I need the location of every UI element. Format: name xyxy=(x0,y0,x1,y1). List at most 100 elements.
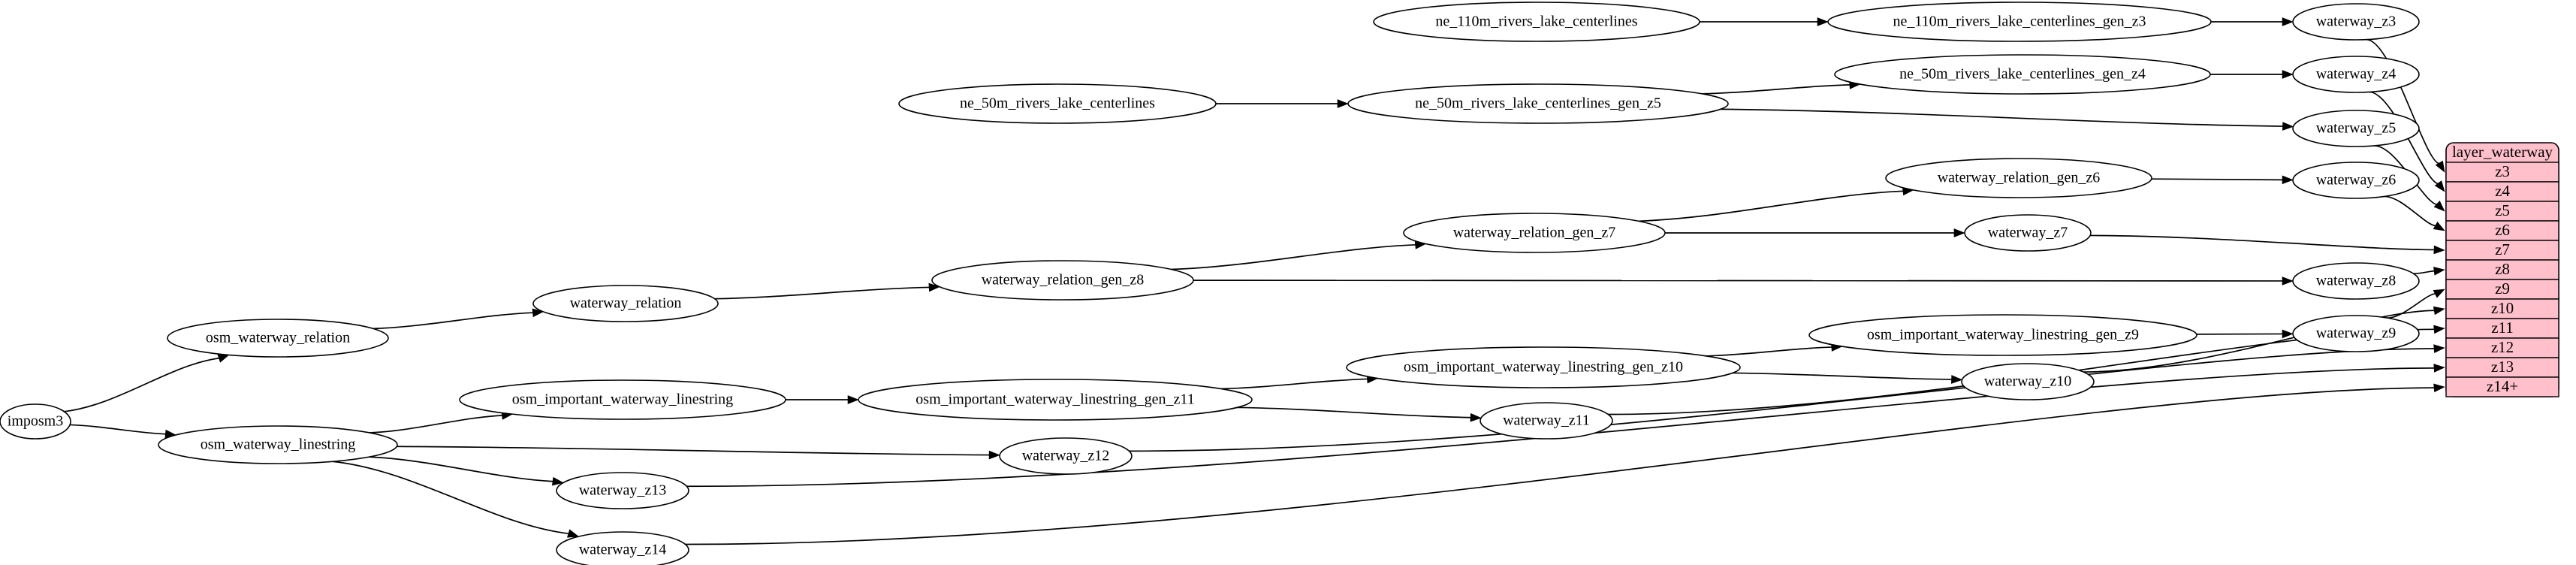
node-label-waterway_z8: waterway_z8 xyxy=(2316,273,2397,289)
node-waterway_z9[interactable]: waterway_z9 xyxy=(2292,315,2420,352)
node-label-imposm3: imposm3 xyxy=(8,413,63,430)
node-waterway_relation[interactable]: waterway_relation xyxy=(532,285,719,322)
node-label-osm_important_waterway_linestring_gen_z10: osm_important_waterway_linestring_gen_z1… xyxy=(1404,359,1683,376)
edge-osm_important_waterway_linestring_gen_z10-to-waterway_z10 xyxy=(1732,372,1953,380)
edge-imposm3-to-osm_waterway_relation xyxy=(64,357,220,412)
node-shape-ne_50m_rivers_lake_centerlines_gen_z4[interactable] xyxy=(1834,54,2211,95)
node-shape-waterway_z6[interactable] xyxy=(2292,162,2420,199)
node-label-ne_50m_rivers_lake_centerlines_gen_z4: ne_50m_rivers_lake_centerlines_gen_z4 xyxy=(1899,66,2146,83)
edge-ne_50m_rivers_lake_centerlines_gen_z5-to-ne_50m_rivers_lake_centerlines_gen_z4 xyxy=(1702,84,1851,95)
edge-osm_waterway_linestring-to-osm_important_waterway_linestring xyxy=(370,415,503,434)
node-osm_waterway_relation[interactable]: osm_waterway_relation xyxy=(167,319,389,358)
node-shape-osm_important_waterway_linestring[interactable] xyxy=(459,379,786,420)
node-label-waterway_z7: waterway_z7 xyxy=(1988,225,2068,241)
node-label-ne_50m_rivers_lake_centerlines_gen_z5: ne_50m_rivers_lake_centerlines_gen_z5 xyxy=(1415,95,1661,112)
table-row-label-z6: z6 xyxy=(2495,221,2510,239)
edge-osm_important_waterway_linestring_gen_z11-to-osm_important_waterway_linestring_gen_z10 xyxy=(1220,378,1368,390)
node-waterway_z6[interactable]: waterway_z6 xyxy=(2292,162,2420,199)
node-osm_waterway_linestring[interactable]: osm_waterway_linestring xyxy=(158,425,398,464)
node-shape-waterway_z5[interactable] xyxy=(2292,110,2420,147)
node-waterway_relation_gen_z7[interactable]: waterway_relation_gen_z7 xyxy=(1403,213,1666,253)
table-row-z13[interactable] xyxy=(2445,357,2559,378)
edge-osm_important_waterway_linestring_gen_z11-to-waterway_z11 xyxy=(1236,406,1472,418)
table-row-z8[interactable] xyxy=(2445,259,2559,280)
edge-waterway_z7-to-layer_waterway-z7 xyxy=(2090,234,2436,251)
node-shape-osm_waterway_relation[interactable] xyxy=(167,319,389,358)
node-shape-waterway_z9[interactable] xyxy=(2292,315,2420,352)
edge-waterway_z6-to-layer_waterway-z6 xyxy=(2384,195,2436,227)
node-shape-waterway_z4[interactable] xyxy=(2292,56,2420,93)
node-shape-ne_50m_rivers_lake_centerlines[interactable] xyxy=(898,83,1217,124)
edge-osm_important_waterway_linestring_gen_z10-to-osm_important_waterway_linestring_gen_z9 xyxy=(1706,346,1832,357)
edges-layer xyxy=(64,17,2445,545)
node-shape-ne_50m_rivers_lake_centerlines_gen_z5[interactable] xyxy=(1347,83,1729,124)
node-waterway_z11[interactable]: waterway_z11 xyxy=(1480,402,1613,440)
node-shape-waterway_z13[interactable] xyxy=(556,472,689,509)
node-waterway_z3[interactable]: waterway_z3 xyxy=(2292,3,2420,41)
node-shape-waterway_z8[interactable] xyxy=(2292,262,2420,300)
node-label-waterway_relation_gen_z8: waterway_relation_gen_z8 xyxy=(982,272,1145,289)
node-shape-waterway_z12[interactable] xyxy=(999,437,1133,475)
node-shape-waterway_z7[interactable] xyxy=(1964,214,2092,252)
node-osm_important_waterway_linestring_gen_z11[interactable]: osm_important_waterway_linestring_gen_z1… xyxy=(858,379,1253,421)
node-shape-waterway_relation_gen_z8[interactable] xyxy=(931,260,1194,301)
node-shape-ne_110m_rivers_lake_centerlines[interactable] xyxy=(1373,2,1700,42)
node-waterway_z14[interactable]: waterway_z14 xyxy=(556,531,689,565)
table-row-z14plus[interactable] xyxy=(2445,376,2559,397)
node-shape-imposm3[interactable] xyxy=(0,403,71,440)
node-waterway_z12[interactable]: waterway_z12 xyxy=(999,437,1133,475)
node-shape-ne_110m_rivers_lake_centerlines_gen_z3[interactable] xyxy=(1827,2,2212,42)
edge-arrowhead xyxy=(1817,17,1829,26)
node-label-waterway_z6: waterway_z6 xyxy=(2316,172,2397,189)
edge-osm_waterway_relation-to-waterway_relation xyxy=(373,312,534,330)
node-label-waterway_z10: waterway_z10 xyxy=(1984,373,2072,390)
node-label-waterway_z13: waterway_z13 xyxy=(579,482,667,499)
node-ne_50m_rivers_lake_centerlines_gen_z4[interactable]: ne_50m_rivers_lake_centerlines_gen_z4 xyxy=(1834,54,2211,95)
table-row-label-z8: z8 xyxy=(2495,260,2510,278)
edge-osm_waterway_linestring-to-waterway_z12 xyxy=(397,446,991,456)
node-shape-osm_waterway_linestring[interactable] xyxy=(158,425,398,464)
node-osm_important_waterway_linestring_gen_z9[interactable]: osm_important_waterway_linestring_gen_z9 xyxy=(1808,314,2197,356)
node-ne_50m_rivers_lake_centerlines[interactable]: ne_50m_rivers_lake_centerlines xyxy=(898,83,1217,124)
node-shape-waterway_relation_gen_z7[interactable] xyxy=(1403,213,1666,253)
node-osm_important_waterway_linestring[interactable]: osm_important_waterway_linestring xyxy=(459,379,786,420)
table-row-z3[interactable] xyxy=(2445,162,2559,183)
node-waterway_z5[interactable]: waterway_z5 xyxy=(2292,110,2420,147)
node-label-waterway_relation_gen_z6: waterway_relation_gen_z6 xyxy=(1938,170,2101,186)
node-ne_110m_rivers_lake_centerlines_gen_z3[interactable]: ne_110m_rivers_lake_centerlines_gen_z3 xyxy=(1827,2,2212,42)
edge-waterway_relation_gen_z8-to-waterway_relation_gen_z7 xyxy=(1171,243,1416,270)
table-row-z6[interactable] xyxy=(2445,220,2559,241)
nodes-layer: imposm3 osm_waterway_relation osm_waterway… xyxy=(0,2,2420,565)
node-shape-waterway_z11[interactable] xyxy=(1480,402,1613,440)
node-label-waterway_z5: waterway_z5 xyxy=(2316,120,2397,137)
table-row-label-z4: z4 xyxy=(2495,182,2510,200)
node-waterway_z7[interactable]: waterway_z7 xyxy=(1964,214,2092,252)
edge-waterway_z13-to-layer_waterway-z13 xyxy=(686,367,2436,488)
node-waterway_z13[interactable]: waterway_z13 xyxy=(556,472,689,509)
node-shape-waterway_z14[interactable] xyxy=(556,531,689,565)
table-row-z7[interactable] xyxy=(2445,240,2559,261)
edge-arrowhead xyxy=(2433,267,2445,276)
edge-arrowhead xyxy=(1470,412,1482,422)
node-waterway_z10[interactable]: waterway_z10 xyxy=(1961,363,2095,400)
node-ne_110m_rivers_lake_centerlines[interactable]: ne_110m_rivers_lake_centerlines xyxy=(1373,2,1700,42)
node-osm_important_waterway_linestring_gen_z10[interactable]: osm_important_waterway_linestring_gen_z1… xyxy=(1346,346,1741,388)
node-shape-waterway_relation[interactable] xyxy=(532,285,719,322)
node-shape-osm_important_waterway_linestring_gen_z11[interactable] xyxy=(858,379,1253,421)
node-ne_50m_rivers_lake_centerlines_gen_z5[interactable]: ne_50m_rivers_lake_centerlines_gen_z5 xyxy=(1347,83,1729,124)
node-waterway_z8[interactable]: waterway_z8 xyxy=(2292,262,2420,300)
node-waterway_relation_gen_z8[interactable]: waterway_relation_gen_z8 xyxy=(931,260,1194,301)
node-shape-waterway_z3[interactable] xyxy=(2292,3,2420,41)
node-waterway_relation_gen_z6[interactable]: waterway_relation_gen_z6 xyxy=(1885,158,2152,198)
table-row-z11[interactable] xyxy=(2445,318,2559,339)
node-imposm3[interactable]: imposm3 xyxy=(0,403,71,440)
table-row-z12[interactable] xyxy=(2445,337,2559,358)
node-shape-waterway_relation_gen_z6[interactable] xyxy=(1885,158,2152,198)
node-shape-osm_important_waterway_linestring_gen_z10[interactable] xyxy=(1346,346,1741,388)
node-shape-osm_important_waterway_linestring_gen_z9[interactable] xyxy=(1808,314,2197,356)
node-waterway_z4[interactable]: waterway_z4 xyxy=(2292,56,2420,93)
node-shape-waterway_z10[interactable] xyxy=(1961,363,2095,400)
table-row-z5[interactable] xyxy=(2445,201,2559,222)
